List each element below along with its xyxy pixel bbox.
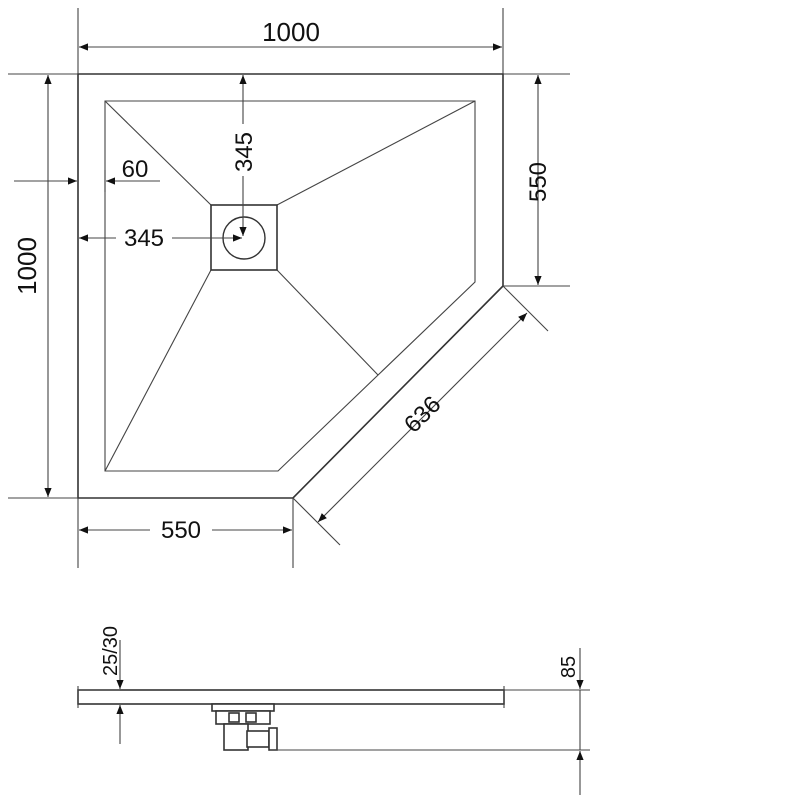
dim-overall-width-label: 1000 <box>262 17 320 47</box>
dim-front-side: 550 <box>79 516 292 544</box>
plan-view <box>77 73 504 499</box>
dim-total-height-label: 85 <box>558 656 580 678</box>
dim-edge-thickness-label: 25/30 <box>100 626 122 676</box>
slope-line-top-left <box>104 100 212 206</box>
dim-drain-top: 345 <box>230 75 258 236</box>
drain-waste-fitting <box>211 703 278 751</box>
dim-edge-thickness: 25/30 <box>100 626 124 744</box>
slope-line-top-right <box>276 100 476 206</box>
dim-diagonal-label: 636 <box>399 391 446 438</box>
dim-front-side-label: 550 <box>161 517 201 544</box>
dim-rim-width: 60 <box>14 156 160 192</box>
dim-drain-top-label: 345 <box>231 132 258 172</box>
dim-overall-depth-label: 1000 <box>12 237 42 295</box>
dim-total-height: 85 <box>558 648 584 795</box>
dim-drain-left-label: 345 <box>124 225 164 252</box>
dim-drain-left: 345 <box>79 224 242 252</box>
side-view: 25/30 85 <box>77 626 590 795</box>
dim-overall-depth: 1000 <box>12 75 52 497</box>
plan-extension-lines <box>8 8 570 568</box>
tray-side-profile <box>77 689 505 705</box>
dim-right-side-label: 550 <box>525 162 552 202</box>
dim-right-side: 550 <box>525 75 552 285</box>
dim-rim-width-label: 60 <box>122 156 149 183</box>
dim-overall-width: 1000 <box>79 17 502 51</box>
slope-line-bottom-left <box>104 269 212 472</box>
